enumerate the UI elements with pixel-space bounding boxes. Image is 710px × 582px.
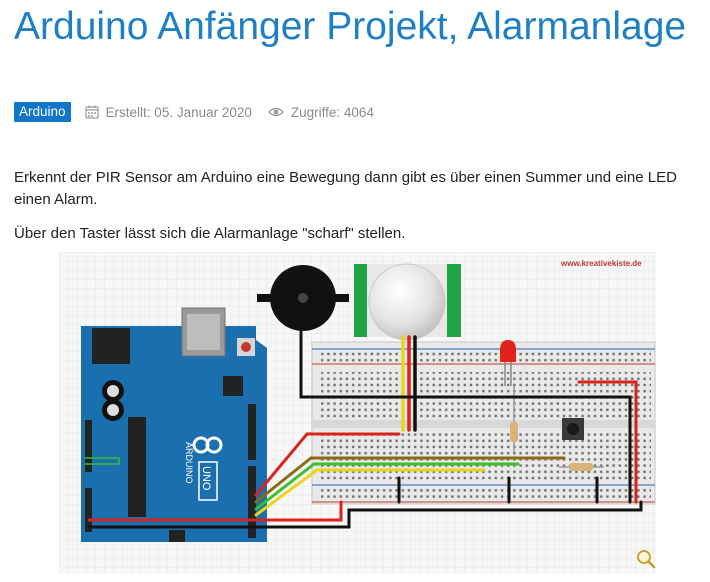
hits-text: Zugriffe: 4064	[290, 104, 374, 120]
resistor-button	[559, 463, 604, 471]
category-badge[interactable]: Arduino	[14, 102, 71, 122]
breadboard	[311, 341, 656, 505]
push-button	[562, 418, 584, 440]
created-date: Erstellt: 05. Januar 2020	[84, 104, 252, 120]
created-text: Erstellt: 05. Januar 2020	[105, 104, 252, 120]
article-title: Arduino Anfänger Projekt, Alarmanlage	[14, 5, 687, 48]
article-paragraph-2: Über den Taster lässt sich die Alarmanla…	[14, 225, 406, 242]
watermark-text: www.kreativekiste.de	[560, 259, 642, 268]
arduino-uno-board: ARDUINO UNO	[81, 307, 267, 542]
board-model-label: UNO	[200, 466, 212, 491]
calendar-icon	[84, 105, 99, 119]
eye-icon	[267, 107, 284, 117]
pir-sensor	[354, 263, 461, 341]
hits-count: Zugriffe: 4064	[267, 104, 374, 120]
circuit-diagram-image[interactable]: www.kreativekiste.de	[59, 252, 656, 574]
piezo-buzzer	[257, 265, 349, 331]
magnifier-icon[interactable]	[636, 549, 656, 569]
wires	[84, 330, 643, 529]
article-meta: Arduino Erstellt: 05. Januar 2020 Zugrif…	[14, 102, 390, 122]
board-brand-label: ARDUINO	[184, 442, 194, 484]
red-led	[500, 340, 516, 386]
article-paragraph-1: Erkennt der PIR Sensor am Arduino eine B…	[14, 169, 677, 208]
